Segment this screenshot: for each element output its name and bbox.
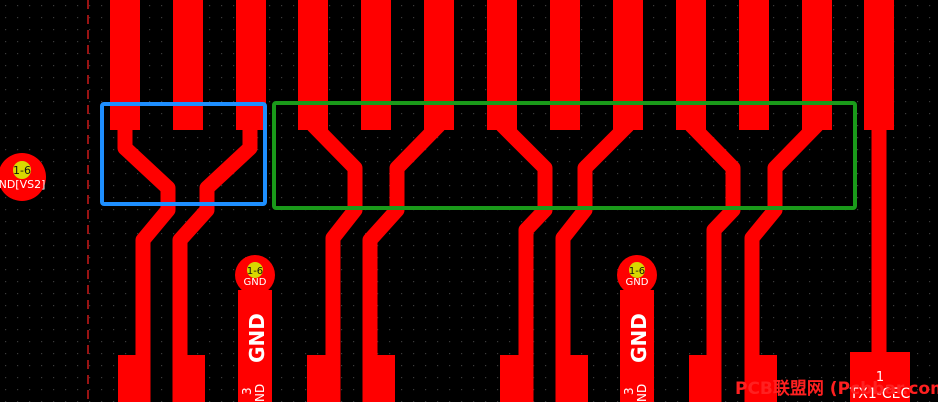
watermark-text: PCB联盟网 (Pcbbar.com): [735, 379, 938, 399]
pad-gnd-label: GND: [245, 313, 269, 363]
via-layer-label: 1-6: [247, 266, 263, 277]
via-gnd-1[interactable]: 1-6 GND: [235, 255, 275, 295]
pad-number-label: 3: [622, 387, 636, 395]
via-net-label: GND: [626, 277, 649, 288]
green-highlight-box: [272, 101, 857, 210]
pad-net-label: ND: [253, 384, 267, 402]
via-layer-label: 1-6: [629, 266, 645, 277]
bottom-pads: [118, 290, 910, 402]
pad-gnd-label: GND: [627, 313, 651, 363]
pad-number-label: 1: [876, 370, 884, 385]
via-net-label: ND[VS2]: [0, 178, 45, 191]
blue-highlight-box: [100, 102, 267, 206]
via-layer-label: 1-6: [13, 164, 31, 177]
via-left[interactable]: 1-6 ND[VS2]: [0, 153, 46, 201]
pad-net-label: TX1-CEC: [849, 386, 911, 402]
top-pads: [110, 0, 894, 130]
via-net-label: GND: [244, 277, 267, 288]
pad-number-label: 3: [240, 387, 254, 395]
pad-net-label: ND: [635, 384, 649, 402]
via-gnd-2[interactable]: 1-6 GND: [617, 255, 657, 295]
